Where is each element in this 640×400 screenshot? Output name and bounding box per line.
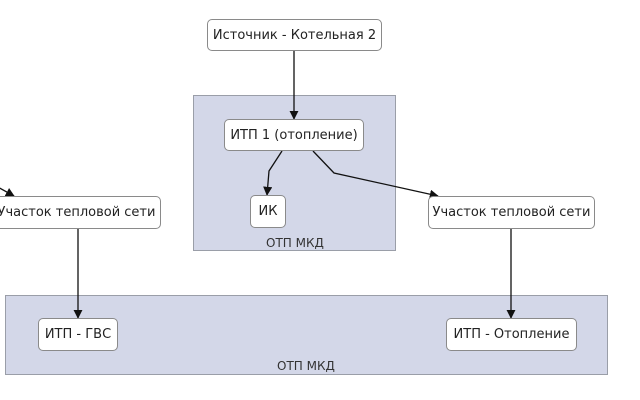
node-section-right[interactable]: Участок тепловой сети	[428, 196, 595, 229]
cluster-label-bottom: ОТП МКД	[277, 359, 335, 373]
edge-offscreen-to-section-left	[0, 187, 15, 197]
node-source[interactable]: Источник - Котельная 2	[207, 19, 382, 51]
cluster-label-top: ОТП МКД	[266, 236, 324, 250]
node-itp1[interactable]: ИТП 1 (отопление)	[224, 119, 364, 151]
node-itp-heating[interactable]: ИТП - Отопление	[446, 318, 577, 351]
edge-itp1-to-section-right	[312, 150, 439, 199]
edge-itp1-to-ik	[263, 150, 283, 196]
node-itp-gvs[interactable]: ИТП - ГВС	[38, 318, 118, 351]
node-section-left[interactable]: Участок тепловой сети	[0, 196, 161, 229]
node-ik[interactable]: ИК	[250, 195, 286, 228]
